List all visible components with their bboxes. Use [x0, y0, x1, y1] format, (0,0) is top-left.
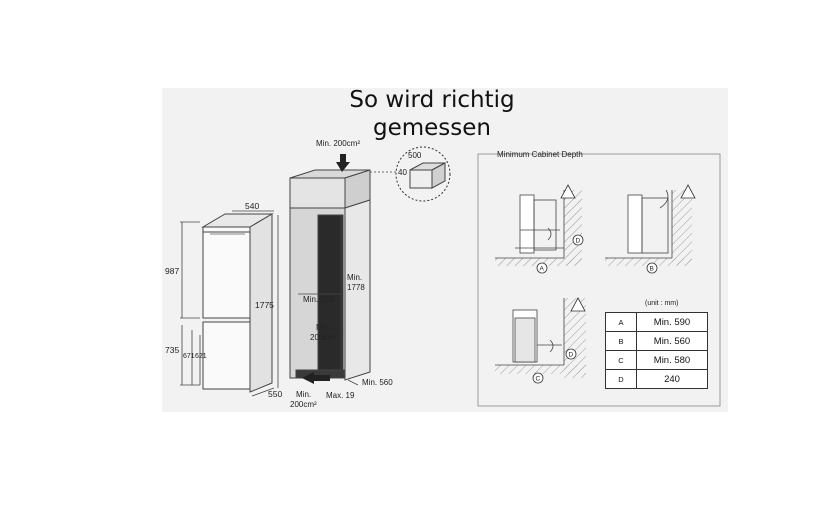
row-key: C: [605, 350, 637, 370]
table-row: D 240: [605, 369, 708, 389]
depth-diagram-b: [605, 184, 696, 266]
fridge-bottom-height-label: 735: [165, 345, 179, 355]
title-line-1: So wird richtig: [349, 87, 515, 113]
depth-marker-b: B: [646, 262, 658, 274]
row-value: Min. 560: [636, 331, 708, 351]
niche-dimension-lines: [298, 215, 359, 386]
svg-text:D: D: [576, 238, 581, 245]
fridge-top-height-label: 987: [165, 266, 179, 276]
fridge-total-height-label: 1775: [255, 300, 274, 310]
unit-label: (unit : mm): [645, 300, 679, 307]
page-title: So wird richtig gemessen: [300, 86, 564, 142]
depth-marker-d-2: D: [565, 348, 577, 360]
svg-text:B: B: [650, 266, 654, 273]
bottom-vent-label-1: Min.: [296, 390, 311, 399]
depth-marker-c: C: [532, 372, 544, 384]
row-key: A: [605, 312, 637, 332]
svg-text:A: A: [540, 266, 545, 273]
row-key: D: [605, 369, 637, 389]
fridge-inner-label-2: 621: [195, 353, 207, 360]
plinth-label: Max. 19: [326, 391, 355, 400]
svg-text:D: D: [569, 352, 574, 359]
row-value: 240: [636, 369, 708, 389]
bottom-vent-label-2: 200cm²: [290, 400, 317, 409]
table-row: A Min. 590: [605, 312, 708, 332]
mid-vent-label-1: Min.: [316, 323, 331, 332]
min-height-label-2: 1778: [347, 283, 365, 292]
fridge-drawing: [201, 213, 274, 393]
title-line-2: gemessen: [373, 115, 491, 141]
row-value: Min. 590: [636, 312, 708, 332]
detail-side-label: 40: [398, 168, 407, 177]
niche-depth-label: Min. 560: [362, 378, 393, 387]
mid-vent-label-2: 200cm²: [310, 333, 337, 342]
min-height-label-1: Min.: [347, 273, 362, 282]
fridge-dimension-lines: [180, 210, 279, 397]
svg-text:C: C: [536, 376, 541, 383]
depth-marker-d-1: D: [572, 234, 584, 246]
row-key: B: [605, 331, 637, 351]
vent-detail-circle: [395, 146, 451, 202]
fridge-inner-label-1: 671: [183, 353, 195, 360]
depth-marker-a: A: [536, 262, 548, 274]
row-value: Min. 580: [636, 350, 708, 370]
cabinet-depth-table: A Min. 590 B Min. 560 C Min. 580 D 240: [605, 312, 708, 389]
table-row: C Min. 580: [605, 350, 708, 370]
inner-width-label: Min. 555: [303, 295, 334, 304]
niche-vent-arrows: [302, 154, 350, 384]
fridge-depth-label: 550: [268, 389, 282, 399]
fridge-width-label: 540: [245, 201, 259, 211]
table-row: B Min. 560: [605, 331, 708, 351]
cabinet-depth-heading: Minimum Cabinet Depth: [497, 150, 583, 159]
detail-top-label: 500: [408, 151, 422, 160]
top-vent-label: Min. 200cm²: [316, 139, 360, 148]
depth-diagram-a: [495, 184, 582, 266]
